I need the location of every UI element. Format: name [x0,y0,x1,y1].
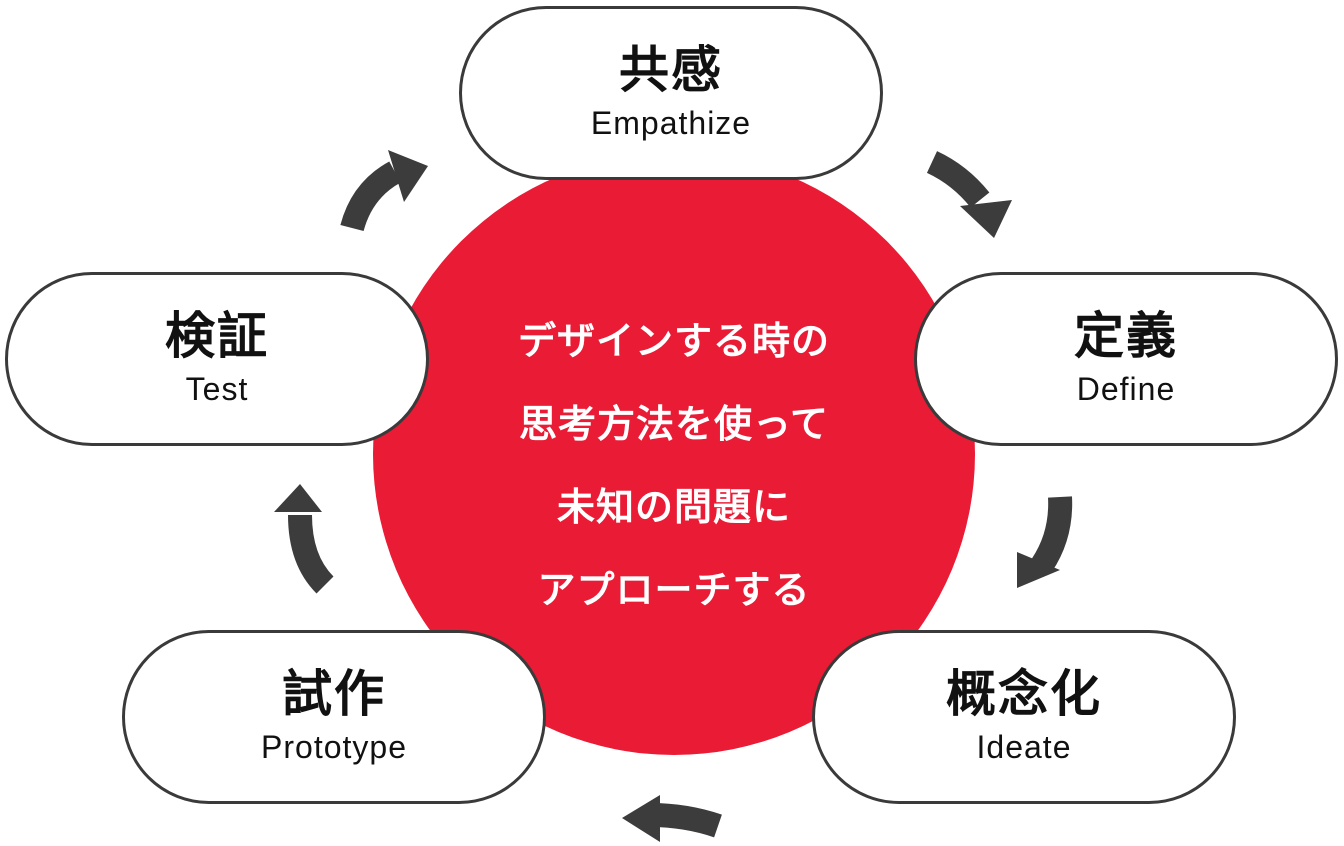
stage-title-en: Define [1076,371,1176,407]
stage-title-en: Test [185,371,249,407]
stage-title-en: Ideate [976,729,1072,765]
cycle-arrow-icon [926,151,990,208]
cycle-arrow-icon [1017,552,1060,588]
cycle-arrow-icon [649,803,722,838]
stage-title-jp: 試作 [282,665,386,723]
stage-title-en: Prototype [261,729,407,765]
center-line-1: デザインする時の [517,319,830,363]
cycle-arrow-icon [960,200,1012,238]
stage-empathize: 共感 Empathize [459,6,883,180]
cycle-arrow-icon [288,514,334,594]
center-line-4: アプローチする [537,568,811,612]
center-line-3: 未知の問題に [556,485,791,529]
cycle-arrow-icon [1031,496,1073,572]
cycle-arrow-icon [388,150,428,202]
cycle-arrow-icon [622,795,660,842]
stage-prototype: 試作 Prototype [122,630,546,804]
stage-define: 定義 Define [914,272,1338,446]
stage-title-jp: 検証 [165,307,269,365]
stage-ideate: 概念化 Ideate [812,630,1236,804]
center-line-2: 思考方法を使って [518,402,830,446]
stage-test: 検証 Test [5,272,429,446]
stage-title-jp: 共感 [619,41,723,99]
stage-title-jp: 概念化 [946,665,1102,723]
stage-title-jp: 定義 [1074,307,1178,365]
cycle-arrow-icon [340,161,402,232]
center-text: デザインする時の 思考方法を使って 未知の問題に アプローチする [373,300,975,632]
cycle-arrow-icon [274,484,322,512]
stage-title-en: Empathize [590,105,752,141]
